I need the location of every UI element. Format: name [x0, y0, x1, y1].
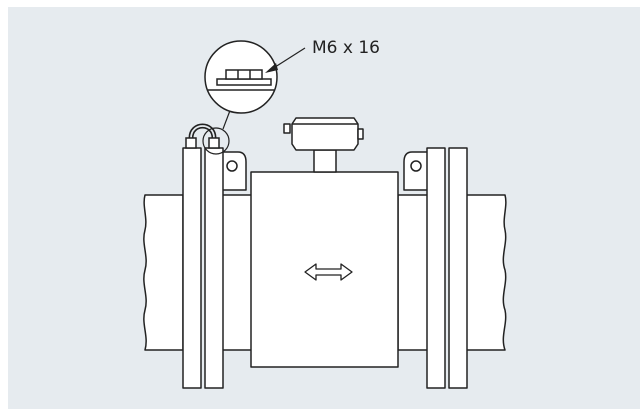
left-grounding-lug — [185, 137, 197, 149]
grounding-cable-inner — [190, 125, 215, 139]
screw-detail-magnifier — [204, 40, 278, 114]
detail-screw-head — [225, 69, 263, 80]
right-pipe-stub — [397, 194, 429, 351]
double-headed-arrow-icon — [304, 263, 353, 281]
right-meter-flange — [426, 147, 446, 389]
right-lifting-eye-hole — [410, 160, 422, 172]
terminal-housing — [291, 117, 359, 151]
detail-washer — [216, 78, 272, 86]
right-pipe — [464, 194, 507, 351]
callout-leader-line — [271, 47, 306, 70]
left-pipe-stub — [221, 194, 253, 351]
callout-arrowhead — [265, 63, 278, 73]
screw-size-label: M6 x 16 — [312, 38, 380, 58]
grounding-cable — [188, 123, 217, 139]
left-pipe — [143, 194, 184, 351]
right-pipe-flange — [448, 147, 468, 389]
cable-gland — [357, 128, 364, 140]
transmitter-neck — [313, 149, 337, 173]
left-lifting-eye-hole — [226, 160, 238, 172]
detail-marker-circle — [202, 127, 230, 155]
right-grounding-lug — [208, 137, 220, 149]
housing-screw-left — [283, 123, 291, 134]
left-pipe-flange — [182, 147, 202, 389]
left-meter-flange — [204, 147, 224, 389]
